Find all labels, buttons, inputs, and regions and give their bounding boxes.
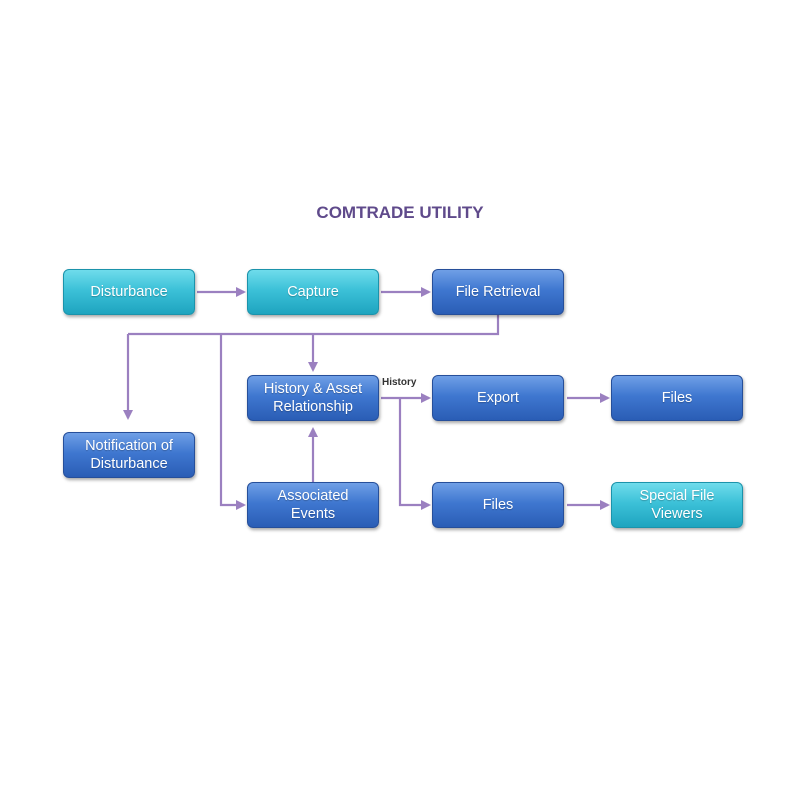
node-special-file-viewers: Special File Viewers [611, 482, 743, 528]
node-files-top: Files [611, 375, 743, 421]
node-capture: Capture [247, 269, 379, 315]
node-associated-events: Associated Events [247, 482, 379, 528]
edge-label-history: History [382, 377, 417, 388]
node-export: Export [432, 375, 564, 421]
arrow-to-associated-events [219, 334, 246, 510]
node-history-asset-relationship: History & Asset Relationship [247, 375, 379, 421]
diagram-title: COMTRADE UTILITY [316, 203, 484, 222]
node-disturbance: Disturbance [63, 269, 195, 315]
arrow-history-to-files [398, 398, 431, 510]
node-file-retrieval: File Retrieval [432, 269, 564, 315]
node-notification-of-disturbance: Notification of Disturbance [63, 432, 195, 478]
node-files-bottom: Files [432, 482, 564, 528]
connector-file-retrieval-branch [128, 315, 500, 336]
